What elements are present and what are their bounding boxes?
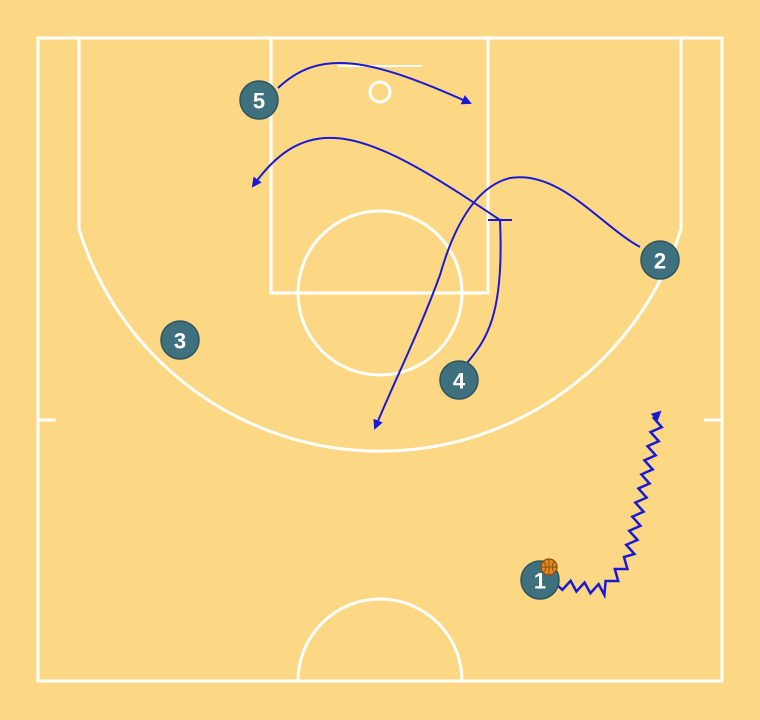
- player-3: 3: [160, 320, 200, 360]
- player-2-label: 2: [654, 249, 666, 274]
- center-circle: [296, 597, 464, 682]
- three-point-arc: [77, 228, 683, 453]
- play-actions: [251, 62, 664, 600]
- player-4-marker: [439, 360, 479, 400]
- player-1-dribble-path: [555, 410, 664, 600]
- player-4-label: 4: [453, 369, 466, 394]
- player-2-marker: [640, 240, 680, 280]
- basket-rim: [368, 80, 392, 104]
- basketball-icon: [540, 558, 558, 576]
- player-5-marker: [239, 80, 279, 120]
- player-3-marker: [160, 320, 200, 360]
- player-4-cut-path: [251, 136, 501, 221]
- player-5-cut-path: [277, 62, 472, 105]
- player-5-label: 5: [253, 89, 265, 114]
- player-2: 2: [640, 240, 680, 280]
- player-3-label: 3: [174, 329, 186, 354]
- player-4: 4: [439, 360, 479, 400]
- player-5: 5: [239, 80, 279, 120]
- player-2-cut-path: [373, 176, 641, 430]
- free-throw-circle: [296, 209, 464, 377]
- player-1-label: 1: [534, 569, 546, 594]
